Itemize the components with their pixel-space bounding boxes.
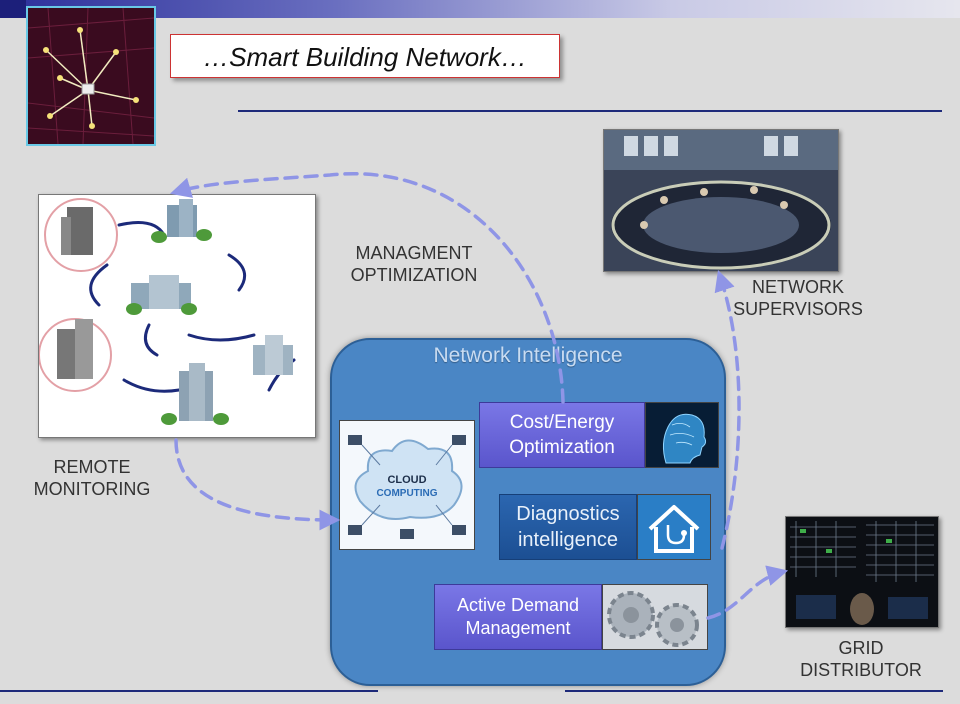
cloud-icon: CLOUD COMPUTING [340,421,474,549]
network-supervisors-label: NETWORK SUPERVISORS [733,277,863,319]
control-room-photo [603,129,839,272]
buildings-network-image [38,194,316,438]
brain-icon [645,402,719,468]
cost-energy-optimization-box: Cost/Energy Optimization [479,402,645,468]
remote-monitoring-label: REMOTE MONITORING [33,457,151,499]
grid-distributor-label: GRID DISTRIBUTOR [800,638,922,680]
footer-rule-left [0,690,378,692]
footer-rule-right [565,690,943,692]
network-map-icon [26,6,156,146]
arrow-management-to-buildings [169,172,565,404]
network-intelligence-title: Network Intelligence [433,344,623,367]
arrow-diagnostics-to-supervisors [714,270,741,550]
cloud-computing-line2: COMPUTING [376,488,437,499]
diagnostics-intelligence-box: Diagnostics intelligence [499,494,637,560]
header-rule [238,110,942,112]
top-banner-accent [0,0,26,18]
grid-distributor-photo [785,516,939,628]
gears-icon [602,584,708,650]
arrow-demand-to-grid [706,565,789,620]
management-optimization-label: MANAGMENT OPTIMIZATION [350,243,478,285]
slide-title: …Smart Building Network… [203,42,527,72]
active-demand-management-box: Active Demand Management [434,584,602,650]
house-stethoscope-icon [637,494,711,560]
cloud-computing-image: CLOUD COMPUTING [339,420,475,550]
slide-title-box: …Smart Building Network… [170,34,560,78]
cloud-computing-line1: CLOUD [387,474,426,486]
top-banner [0,0,960,18]
arrow-buildings-to-cloud [174,438,341,531]
